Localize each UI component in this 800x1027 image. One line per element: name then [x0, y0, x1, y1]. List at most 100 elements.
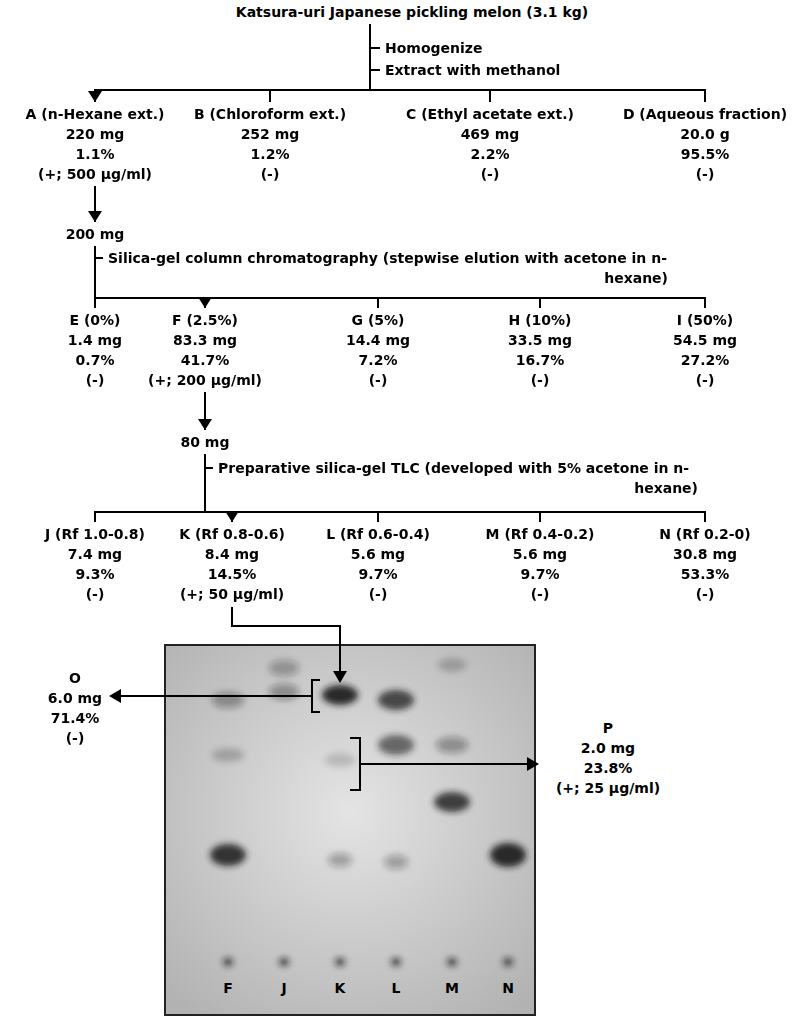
fraction-text: 14.5%: [179, 564, 285, 584]
step-label: Preparative silica-gel TLC (developed wi…: [218, 458, 698, 498]
fraction-text: L (Rf 0.6-0.4): [326, 524, 430, 544]
fraction-text: (-): [659, 584, 751, 604]
connector-line: [95, 246, 705, 308]
fraction-text: 7.4 mg: [45, 544, 145, 564]
fraction-text: 5.6 mg: [486, 544, 595, 564]
fraction-text: N (Rf 0.2-0): [659, 524, 751, 544]
fraction-node: P2.0 mg23.8%(+; 25 μg/ml): [556, 718, 660, 798]
fraction-text: (+; 50 μg/ml): [179, 584, 285, 604]
connector: [270, 24, 370, 102]
fraction-text: I (50%): [673, 310, 737, 330]
arrow-head: [88, 211, 102, 222]
step-label: Homogenize: [385, 38, 482, 58]
fraction-node: H (10%)33.5 mg16.7%(-): [508, 310, 572, 390]
fraction-text: 2.0 mg: [556, 738, 660, 758]
fraction-text: (-): [406, 164, 574, 184]
fraction-text: M (Rf 0.4-0.2): [486, 524, 595, 544]
fraction-text: (+; 200 μg/ml): [148, 370, 262, 390]
fraction-text: O: [48, 668, 102, 688]
fraction-text: 9.7%: [486, 564, 595, 584]
connector-line: [205, 454, 705, 522]
connector: [95, 454, 205, 522]
fraction-node: A (n-Hexane ext.)220 mg1.1%(+; 500 μg/ml…: [26, 104, 165, 184]
fraction-node: M (Rf 0.4-0.2)5.6 mg9.7%(-): [486, 524, 595, 604]
fraction-text: 27.2%: [673, 350, 737, 370]
lane-label: M: [445, 978, 459, 998]
fraction-text: H (10%): [508, 310, 572, 330]
fraction-text: (-): [48, 728, 102, 748]
fraction-text: (-): [45, 584, 145, 604]
fraction-text: (-): [194, 164, 346, 184]
fraction-text: P: [556, 718, 660, 738]
fraction-node: 200 mg: [66, 224, 125, 244]
fraction-text: (-): [486, 584, 595, 604]
fraction-node: E (0%)1.4 mg0.7%(-): [68, 310, 122, 390]
fraction-text: (+; 25 μg/ml): [556, 778, 660, 798]
fraction-node: D (Aqueous fraction)20.0 g95.5%(-): [623, 104, 787, 184]
fraction-text: 220 mg: [26, 124, 165, 144]
fraction-node: N (Rf 0.2-0)30.8 mg53.3%(-): [659, 524, 751, 604]
connector: [370, 24, 705, 102]
fraction-text: 80 mg: [181, 432, 230, 452]
fraction-node: 80 mg: [181, 432, 230, 452]
fraction-node: C (Ethyl acetate ext.)469 mg2.2%(-): [406, 104, 574, 184]
lane-label: F: [223, 978, 233, 998]
fraction-node: G (5%)14.4 mg7.2%(-): [346, 310, 410, 390]
fraction-node: J (Rf 1.0-0.8)7.4 mg9.3%(-): [45, 524, 145, 604]
fraction-text: 41.7%: [148, 350, 262, 370]
step-label: Silica-gel column chromatography (stepwi…: [108, 248, 668, 288]
fraction-text: F (2.5%): [148, 310, 262, 330]
fraction-text: 1.1%: [26, 144, 165, 164]
fraction-text: 33.5 mg: [508, 330, 572, 350]
connector-line: [370, 24, 705, 102]
connector: [88, 186, 102, 222]
fraction-node: F (2.5%)83.3 mg41.7%(+; 200 μg/ml): [148, 310, 262, 390]
fraction-text: (-): [673, 370, 737, 390]
fraction-node: B (Chloroform ext.)252 mg1.2%(-): [194, 104, 346, 184]
connector-line: [270, 24, 370, 102]
leader-heads: [109, 689, 539, 771]
lane-label: K: [335, 978, 346, 998]
fraction-text: 23.8%: [556, 758, 660, 778]
fraction-node: L (Rf 0.6-0.4)5.6 mg9.7%(-): [326, 524, 430, 604]
fraction-text: (-): [623, 164, 787, 184]
fraction-text: 8.4 mg: [179, 544, 285, 564]
fraction-text: 6.0 mg: [48, 688, 102, 708]
tlc-plate: [165, 645, 535, 1015]
connector: [198, 392, 212, 430]
lane-label: J: [281, 978, 286, 998]
tlc-bands: [210, 658, 526, 966]
fraction-text: 5.6 mg: [326, 544, 430, 564]
fraction-text: 252 mg: [194, 124, 346, 144]
fraction-node: Katsura-uri Japanese pickling melon (3.1…: [236, 2, 588, 22]
arrow-head: [88, 91, 102, 102]
fraction-text: 0.7%: [68, 350, 122, 370]
fraction-text: 16.7%: [508, 350, 572, 370]
lane-label: N: [502, 978, 514, 998]
fraction-text: (-): [326, 584, 430, 604]
fraction-text: (+; 500 μg/ml): [26, 164, 165, 184]
fraction-text: G (5%): [346, 310, 410, 330]
fraction-text: K (Rf 0.8-0.6): [179, 524, 285, 544]
fraction-text: 469 mg: [406, 124, 574, 144]
fraction-text: 9.7%: [326, 564, 430, 584]
fraction-text: B (Chloroform ext.): [194, 104, 346, 124]
fraction-text: 1.2%: [194, 144, 346, 164]
fraction-text: Katsura-uri Japanese pickling melon (3.1…: [236, 2, 588, 22]
fraction-node: O6.0 mg71.4%(-): [48, 668, 102, 748]
fraction-text: 53.3%: [659, 564, 751, 584]
fraction-text: E (0%): [68, 310, 122, 330]
fraction-text: D (Aqueous fraction): [623, 104, 787, 124]
fraction-text: 9.3%: [45, 564, 145, 584]
connector: [95, 246, 705, 308]
arrow-head: [198, 419, 212, 430]
fraction-node: K (Rf 0.8-0.6)8.4 mg14.5%(+; 50 μg/ml): [179, 524, 285, 604]
fraction-text: (-): [68, 370, 122, 390]
fraction-text: 1.4 mg: [68, 330, 122, 350]
fraction-text: C (Ethyl acetate ext.): [406, 104, 574, 124]
connector-line: [95, 24, 370, 102]
fraction-text: 83.3 mg: [148, 330, 262, 350]
fraction-text: (-): [508, 370, 572, 390]
